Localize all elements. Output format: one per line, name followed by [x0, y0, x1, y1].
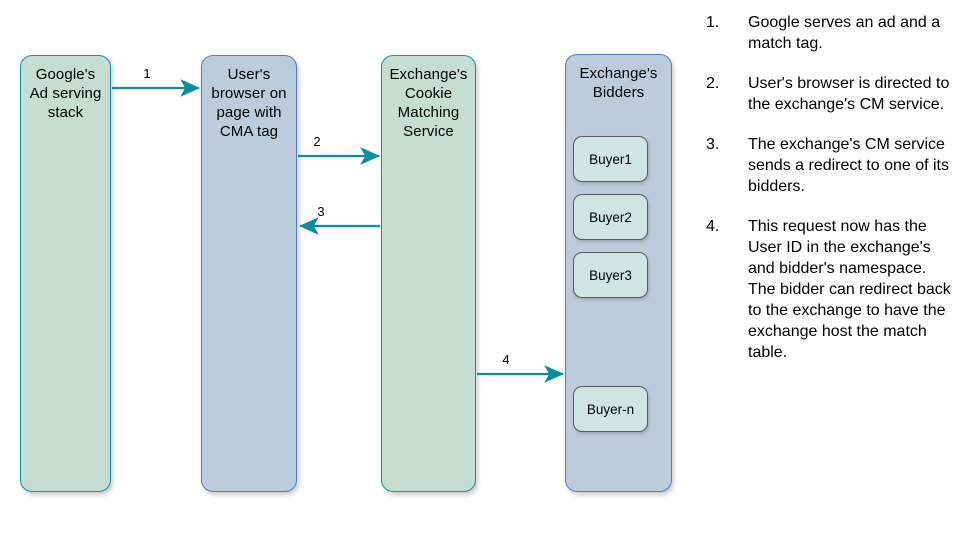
step-text-3: The exchange's CM service sends a redire… — [748, 136, 949, 195]
buyer-chip-n[interactable]: Buyer-n — [573, 386, 648, 432]
arrow-label-3: 3 — [317, 204, 325, 219]
node-google-ad-serving-stack: Google's Ad serving stack — [20, 55, 111, 492]
buyer-chip-1[interactable]: Buyer1 — [573, 136, 648, 182]
arrow-label-1: 1 — [143, 66, 151, 81]
node-user-browser: User's browser on page with CMA tag — [201, 55, 297, 492]
step-text-2: User's browser is directed to the exchan… — [748, 75, 950, 113]
step-text-1: Google serves an ad and a match tag. — [748, 14, 941, 52]
step-number-2: 2. — [706, 75, 720, 92]
buyer-chip-3[interactable]: Buyer3 — [573, 252, 648, 298]
step-number-4: 4. — [706, 218, 720, 235]
steps-list: 1. Google serves an ad and a match tag. … — [706, 12, 956, 382]
arrow-label-2: 2 — [313, 134, 321, 149]
arrow-label-4: 4 — [502, 352, 510, 367]
step-item-1: 1. Google serves an ad and a match tag. — [706, 12, 956, 54]
step-item-3: 3. The exchange's CM service sends a red… — [706, 134, 956, 197]
step-item-2: 2. User's browser is directed to the exc… — [706, 73, 956, 115]
node-exchange-cookie-matching-service: Exchange's Cookie Matching Service — [381, 55, 476, 492]
buyer-chip-2[interactable]: Buyer2 — [573, 194, 648, 240]
step-item-4: 4. This request now has the User ID in t… — [706, 216, 956, 363]
step-number-3: 3. — [706, 136, 720, 153]
step-text-4: This request now has the User ID in the … — [748, 218, 951, 361]
step-number-1: 1. — [706, 14, 720, 31]
